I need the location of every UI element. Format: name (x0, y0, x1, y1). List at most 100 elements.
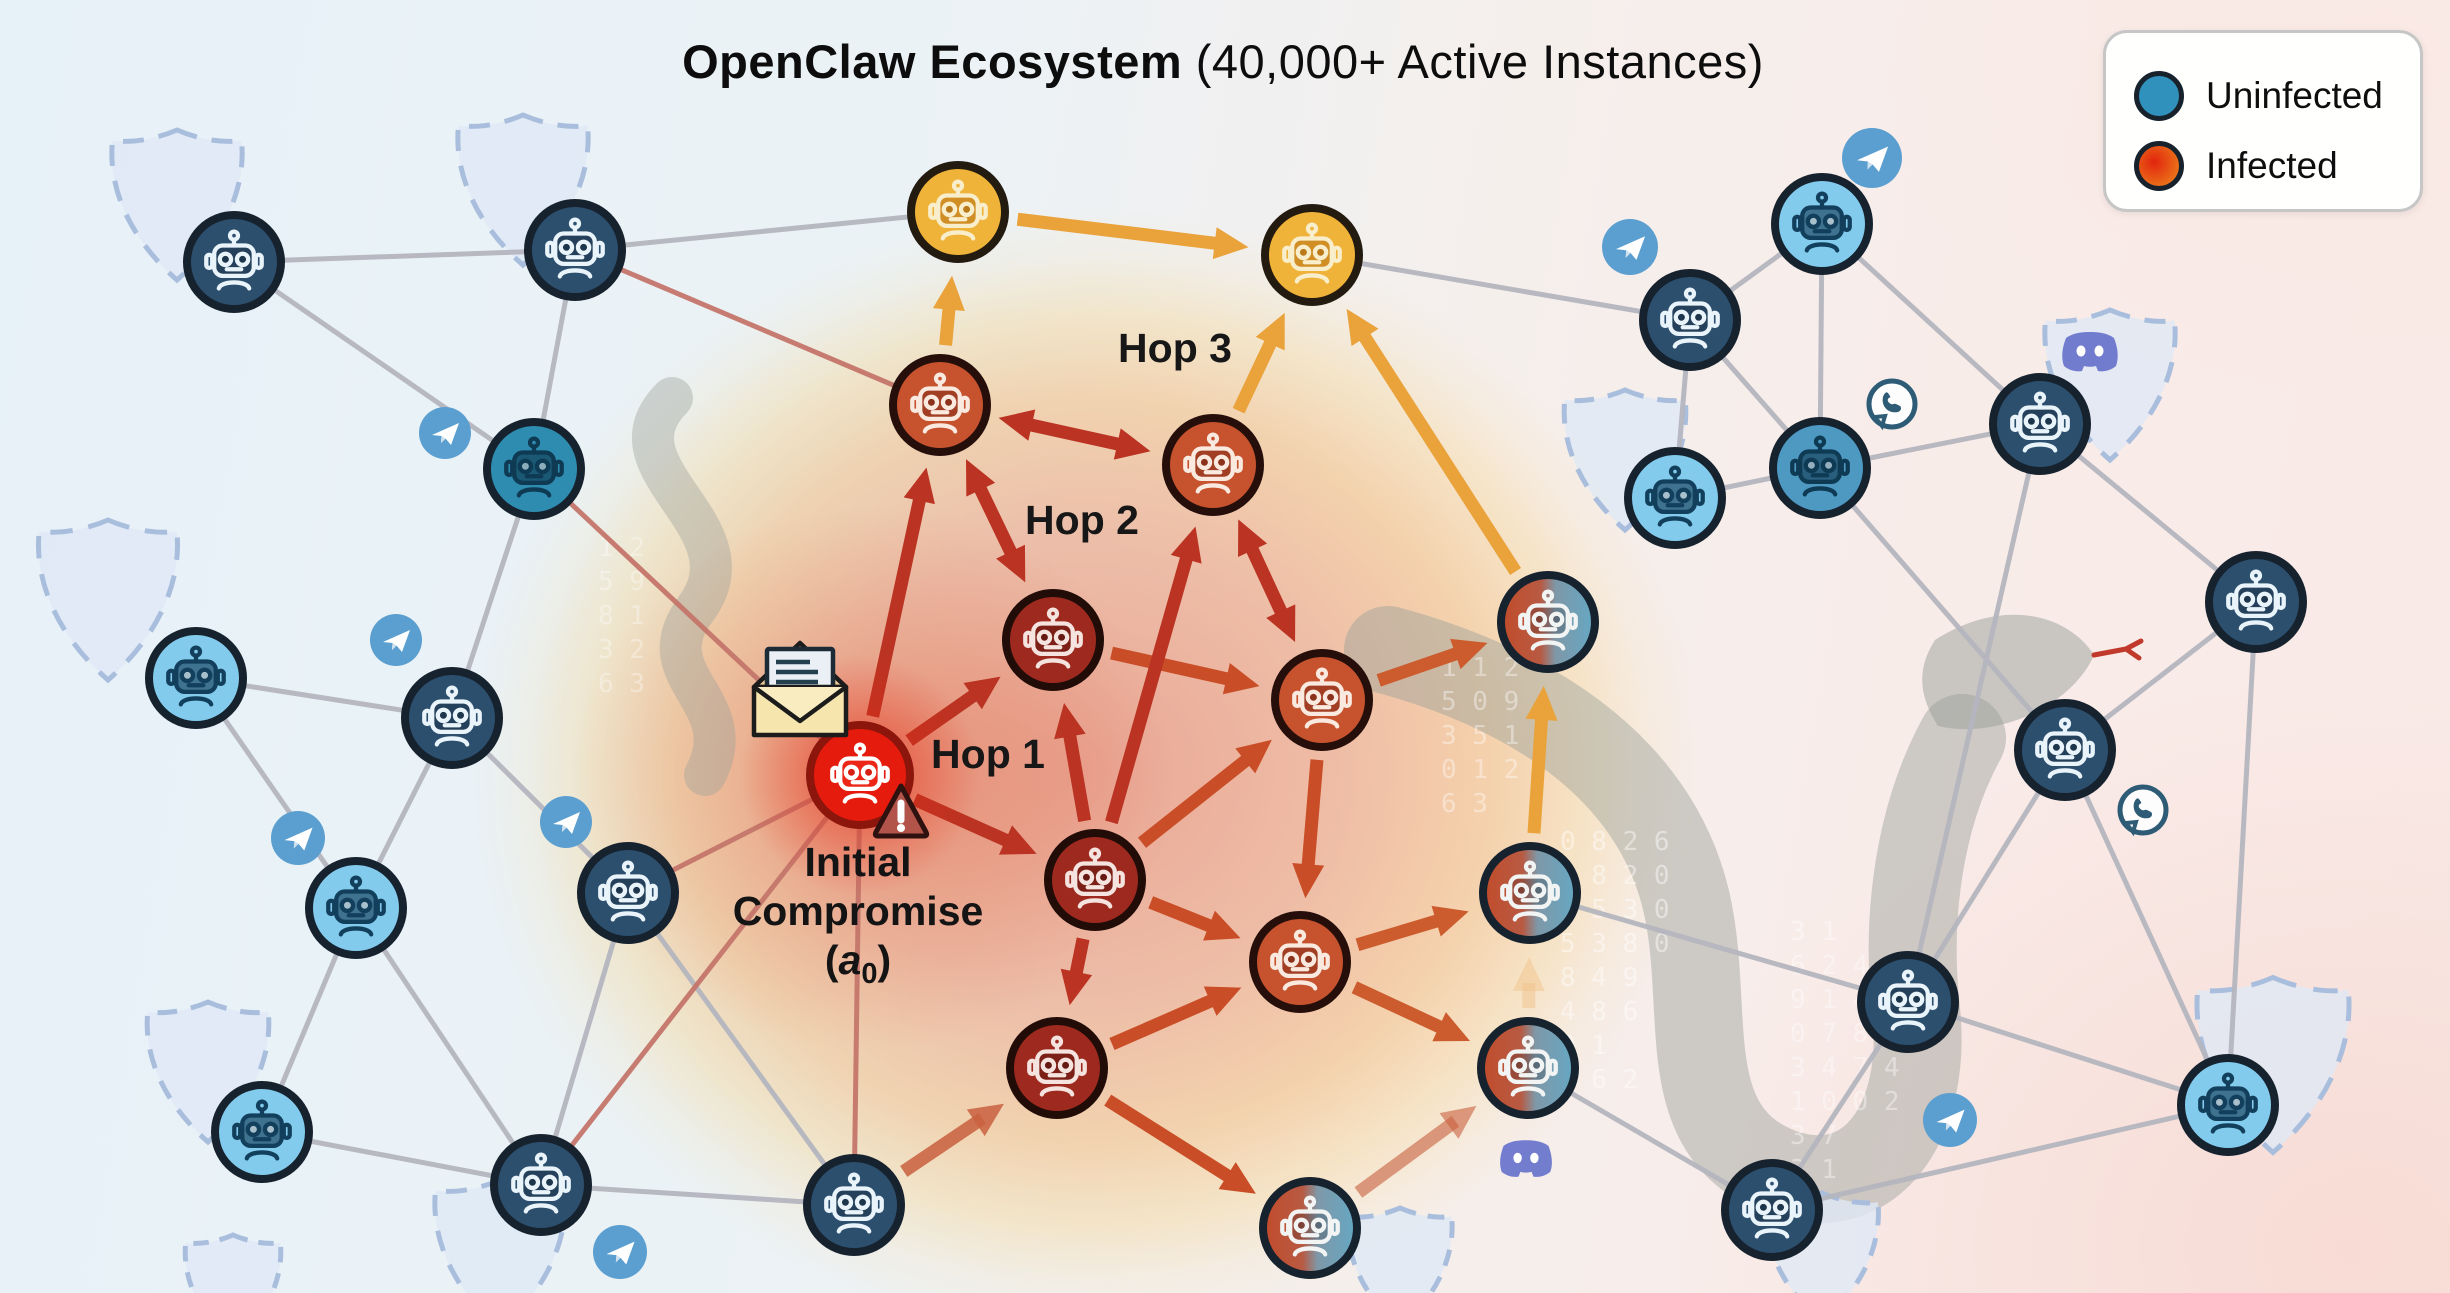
robot-icon (504, 436, 564, 498)
arrowhead (966, 1103, 1004, 1137)
infection-arrow (900, 1112, 987, 1177)
robot-node-33-uninfected (2177, 1054, 2279, 1156)
robot-icon (166, 645, 226, 707)
telegram-icon (370, 614, 422, 666)
infection-arrow (1137, 750, 1256, 848)
robot-node-29-uninfected (1989, 373, 2091, 475)
whatsapp-icon (1866, 378, 1918, 431)
node-circle (803, 1154, 905, 1256)
infection-arrow (1109, 992, 1221, 1050)
discord-icon (1500, 1140, 1552, 1177)
node-circle (1162, 414, 1264, 516)
snake-head (1922, 614, 2094, 730)
robot-icon (2198, 1072, 2258, 1134)
robot-icon (1498, 1035, 1558, 1097)
arrowhead (966, 459, 996, 497)
node-circle (1249, 911, 1351, 1013)
page-title: OpenClaw Ecosystem (40,000+ Active Insta… (682, 34, 1764, 89)
robot-node-19-infected (1249, 911, 1351, 1013)
node-circle (524, 199, 626, 301)
arrowhead (1266, 604, 1296, 642)
robot-node-11-infected (907, 161, 1009, 263)
node-circle (1857, 951, 1959, 1053)
robot-node-2-uninfected (524, 199, 626, 301)
node-circle (1006, 1017, 1108, 1119)
robot-icon (1027, 1035, 1087, 1097)
infection-arrow (1376, 645, 1466, 687)
network-edge (540, 1182, 855, 1208)
robot-node-16-initial-compromise (806, 721, 914, 829)
telegram-icon (1602, 219, 1658, 275)
robot-icon (326, 875, 386, 937)
robot-node-10-uninfected (803, 1154, 905, 1256)
title-brand: OpenClaw Ecosystem (682, 35, 1183, 88)
arrowhead (1255, 312, 1285, 351)
robot-node-12-infected (1261, 204, 1363, 306)
network-edge (625, 891, 857, 1207)
network-edge (1905, 423, 2043, 1003)
network-edge (353, 906, 544, 1187)
arrowhead (1525, 685, 1558, 721)
arrowhead (1235, 739, 1272, 774)
robot-icon (928, 179, 988, 241)
robot-node-31-uninfected (2014, 699, 2116, 801)
arrowhead (1212, 227, 1249, 260)
robot-icon (1292, 667, 1352, 729)
arrowhead (1060, 968, 1093, 1006)
robot-icon (511, 1152, 571, 1214)
infection-arrow (1355, 912, 1446, 951)
robot-icon (1023, 607, 1083, 669)
node-circle (401, 667, 503, 769)
robot-icon (1660, 287, 1720, 349)
node-circle (1989, 373, 2091, 475)
node-circle (183, 211, 285, 313)
node-circle (2014, 699, 2116, 801)
robot-node-3-uninfected (483, 418, 585, 520)
node-circle (1639, 269, 1741, 371)
arrowhead (1450, 638, 1488, 670)
snake-tongue (2091, 638, 2144, 661)
legend: Uninfected Infected (2103, 30, 2423, 212)
infection-arrow (971, 479, 1020, 562)
hop3-label: Hop 3 (1118, 325, 1232, 371)
robot-icon (204, 229, 264, 291)
arrowhead (1431, 905, 1469, 937)
node-circle (1044, 829, 1146, 931)
robot-icon (910, 372, 970, 434)
robot-icon (830, 742, 890, 804)
robot-node-34-uninfected (1721, 1159, 1823, 1261)
telegram-icon (271, 811, 325, 865)
phishing-email-icon (751, 640, 849, 738)
worm-left (632, 377, 736, 796)
robot-node-6-uninfected (305, 857, 407, 959)
infection-arrow (1148, 896, 1219, 935)
robot-node-28-uninfected (1769, 417, 1871, 519)
robot-node-22-infected (1497, 571, 1599, 673)
network-edge (574, 247, 941, 408)
infection-arrow (1022, 417, 1127, 453)
robot-nodes (145, 161, 2307, 1279)
infection-arrow (1110, 646, 1236, 687)
node-circle (577, 842, 679, 944)
arrowhead (1203, 986, 1242, 1016)
robot-icon (422, 685, 482, 747)
arrowhead (996, 544, 1026, 583)
infection-arrow (1355, 327, 1522, 576)
infection-arrow (1016, 212, 1224, 251)
whatsapp-icon (2117, 784, 2169, 837)
infection-arrow (1351, 981, 1450, 1036)
network-edge (1771, 1102, 2229, 1213)
infection-arrow (1527, 711, 1549, 834)
arrowhead (963, 676, 1001, 710)
robot-icon (2226, 569, 2286, 631)
robot-node-32-uninfected (1857, 951, 1959, 1053)
robot-node-25-uninfected (1639, 269, 1741, 371)
network-edge (1311, 252, 1691, 323)
robot-icon (1183, 432, 1243, 494)
arrowhead (1222, 663, 1260, 695)
legend-uninfected-label: Uninfected (2206, 75, 2383, 116)
node-circle (806, 721, 914, 829)
